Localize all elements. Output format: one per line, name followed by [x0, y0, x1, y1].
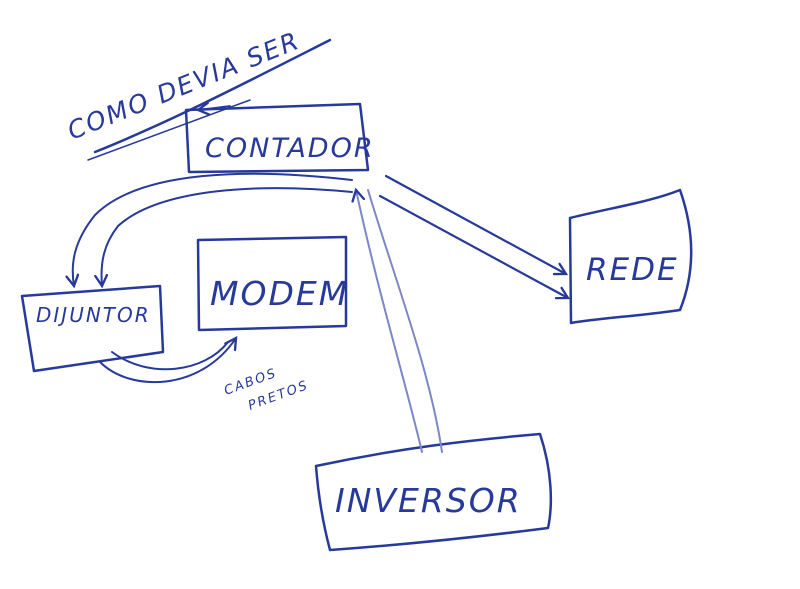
edge-contador-rede-b: [378, 194, 568, 298]
edge-label-cabos: CABOS PRETOS: [222, 366, 311, 414]
node-contador: CONTADOR: [184, 102, 375, 174]
rede-label: REDE: [586, 252, 679, 288]
disjuntor-box: [20, 284, 165, 373]
modem-box: [196, 235, 348, 332]
edge-contador-disjuntor-a: [73, 172, 353, 286]
node-modem: MODEM: [196, 235, 349, 332]
edges: [73, 106, 568, 453]
edge-contador-rede-a: [384, 174, 566, 274]
edge-disjuntor-modem-b: [111, 341, 229, 371]
edge-disjuntor-modem-a: [99, 338, 236, 384]
rede-box: [568, 188, 693, 325]
title-underline: [93, 38, 332, 154]
inversor-box: [314, 432, 553, 552]
node-inversor: INVERSOR: [314, 432, 553, 552]
edge-inversor-contador-a: [356, 190, 423, 453]
diagram-title: COMO DEVIA SER: [63, 26, 304, 146]
node-rede: REDE: [568, 188, 693, 325]
inversor-label: INVERSOR: [335, 481, 522, 520]
edge-contador-disjuntor-b: [102, 187, 353, 286]
node-disjuntor: DIJUNTOR: [20, 284, 165, 373]
edge-title-contador: [198, 106, 231, 110]
modem-label: MODEM: [210, 274, 349, 313]
title-underline-2: [87, 99, 251, 161]
contador-label: CONTADOR: [205, 133, 375, 164]
edge-inversor-contador-b: [367, 189, 443, 453]
disjuntor-label: DIJUNTOR: [36, 303, 151, 327]
contador-box: [184, 102, 370, 174]
